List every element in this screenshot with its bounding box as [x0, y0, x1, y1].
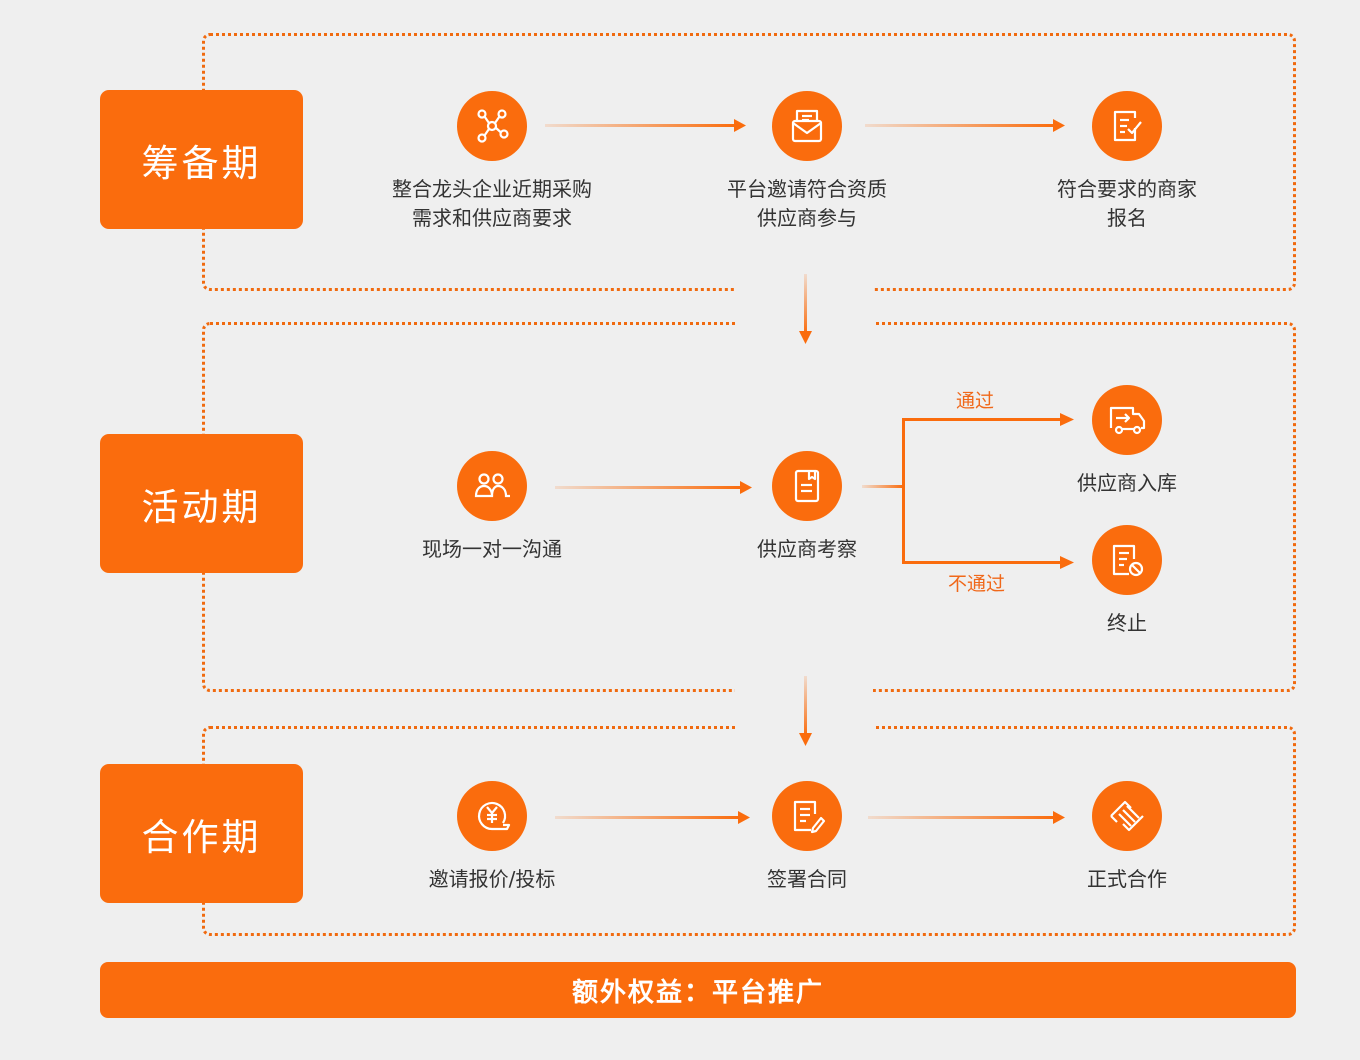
phase-title-activity: 活动期: [100, 434, 303, 573]
extra-benefit-banner: 额外权益：平台推广: [100, 962, 1296, 1018]
form-check-icon: [1092, 91, 1162, 161]
step-label-line: 整合龙头企业近期采购: [392, 177, 592, 201]
step-label-line: 平台邀请符合资质: [727, 177, 887, 201]
people-icon: [457, 451, 527, 521]
step-label-line: 供应商考察: [757, 537, 857, 561]
step-label-line: 供应商入库: [1077, 471, 1177, 495]
step-label-line: 报名: [1107, 206, 1147, 230]
notebook-icon: [772, 451, 842, 521]
step-label-line: 签署合同: [767, 867, 847, 891]
handshake-icon: [1092, 781, 1162, 851]
step-label-line: 供应商参与: [757, 206, 857, 230]
step-label-line: 终止: [1107, 611, 1147, 635]
step-label-line: 现场一对一沟通: [422, 537, 562, 561]
step-formal-cooperation: 正式合作: [977, 781, 1277, 894]
contract-pen-icon: [772, 781, 842, 851]
step-merchant-signup: 符合要求的商家报名: [977, 91, 1277, 233]
phase-title-preparation: 筹备期: [100, 90, 303, 229]
step-supplier-inspection: 供应商考察: [657, 451, 957, 564]
branch-label-pass: 通过: [956, 390, 995, 412]
step-label-line: 符合要求的商家: [1057, 177, 1197, 201]
phase-title-cooperation: 合作期: [100, 764, 303, 903]
step-supplier-admitted: 供应商入库: [977, 385, 1277, 498]
step-terminate: 终止: [977, 525, 1277, 638]
step-sign-contract: 签署合同: [657, 781, 957, 894]
step-invite-suppliers: 平台邀请符合资质供应商参与: [657, 91, 957, 233]
yuan-coin-icon: [457, 781, 527, 851]
truck-icon: [1092, 385, 1162, 455]
step-label-line: 需求和供应商要求: [412, 206, 572, 230]
step-integrate-demand: 整合龙头企业近期采购需求和供应商要求: [342, 91, 642, 233]
document-stop-icon: [1092, 525, 1162, 595]
step-label-line: 正式合作: [1087, 867, 1167, 891]
branch-label-fail: 不通过: [948, 573, 1006, 595]
network-nodes-icon: [457, 91, 527, 161]
step-label-line: 邀请报价/投标: [428, 867, 556, 891]
envelope-icon: [772, 91, 842, 161]
step-face-to-face: 现场一对一沟通: [342, 451, 642, 564]
step-invite-quote: 邀请报价/投标: [342, 781, 642, 894]
